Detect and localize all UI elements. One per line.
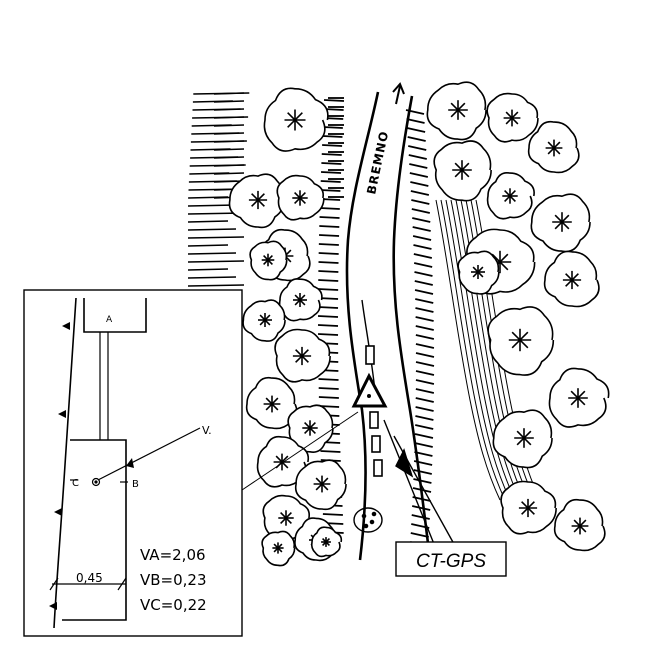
inset-label-b: B — [132, 479, 139, 490]
inset-width-dimension — [49, 577, 127, 591]
reading-va: VA=2,06 — [140, 546, 206, 564]
reading-vc: VC=0,22 — [140, 596, 207, 614]
inset-label-c: C — [72, 478, 79, 489]
measurement-point-triangle — [351, 372, 388, 408]
inset-label-a: A — [106, 315, 113, 325]
reading-vb: VB=0,23 — [140, 571, 207, 589]
inset-width-label: 0,45 — [76, 571, 103, 585]
inset-point-markers — [70, 427, 201, 487]
tree-canopy-group — [228, 81, 610, 567]
gauge-staff — [365, 345, 383, 477]
inset-label-v: V. — [202, 424, 212, 437]
boulders — [353, 507, 383, 533]
ct-gps-callout: CT-GPS — [395, 541, 507, 577]
ct-gps-label: CT-GPS — [416, 551, 486, 572]
inset-bank-ticks — [49, 322, 70, 610]
ct-gps-arrow — [383, 419, 455, 545]
detail-inset: A C B V. 0,45 VA=2,06 VB=0,23 VC=0,22 — [23, 289, 243, 637]
river-left-bank — [345, 91, 380, 561]
inset-connector-line — [241, 411, 359, 491]
flow-direction-arrow — [392, 82, 405, 105]
